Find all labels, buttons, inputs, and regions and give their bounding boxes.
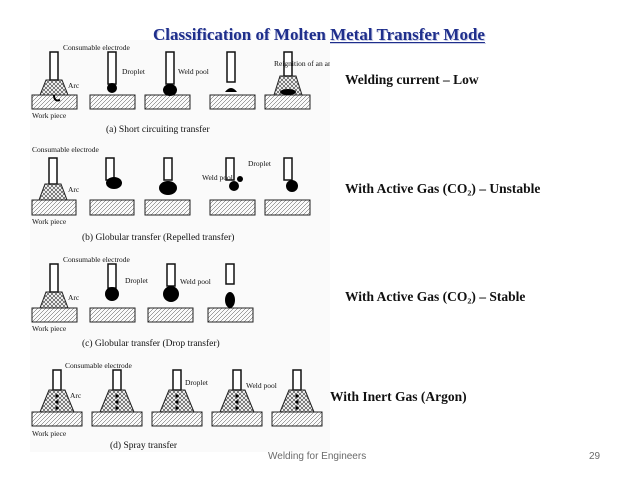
page-number: 29 [589,451,601,462]
slide-title: Classification of Molten Metal Transfer … [153,25,485,44]
note-drop: With Active Gas (CO₂) – Stable [345,289,526,304]
weld-pool-label: Weld pool [246,381,277,390]
weld-pool-label: Weld pool [178,67,209,76]
footer-text: Welding for Engineers [268,451,367,462]
panel-b-caption: (b) Globular transfer (Repelled transfer… [82,232,234,243]
droplet-label: Droplet [122,67,146,76]
note-short-circuit: Welding current – Low [345,72,479,87]
panel-c: Consumable electrode Arc Work piece Drop… [31,255,254,349]
droplet-label: Droplet [185,378,209,387]
weld-label: Weld pool [202,173,233,182]
arc-label: Arc [70,391,82,400]
workpiece-label: Work piece [32,324,67,333]
workpiece-label: Work piece [32,111,67,120]
panel-d: Consumable electrode Arc Work piece Drop… [31,361,323,451]
note-spray: With Inert Gas (Argon) [330,389,467,404]
arc-label: Arc [68,293,80,302]
electrode-label: Consumable electrode [63,43,131,52]
workpiece-label: Work piece [32,217,67,226]
weld-pool-label: Weld pool [180,277,211,286]
electrode-label: Consumable electrode [63,255,131,264]
transfer-mode-figure: Consumable electrode Arc Work piece Drop… [30,40,330,452]
arc-label: Arc [68,185,80,194]
panel-a: Consumable electrode Arc Work piece Drop… [31,43,330,135]
electrode-label: Consumable electrode [65,361,133,370]
panel-a-caption: (a) Short circuiting transfer [106,124,211,135]
droplet-label: Droplet [248,159,272,168]
droplet-label: Droplet [125,276,149,285]
reignition-label: Reignition of an arc [274,59,330,68]
panel-b: Consumable electrode Arc Work piece Weld… [31,145,311,243]
transfer-mode-diagram: Consumable electrode Arc Work piece Drop… [31,43,330,451]
arc-label: Arc [68,81,80,90]
note-repelled: With Active Gas (CO₂) – Unstable [345,181,541,196]
electrode-label: Consumable electrode [32,145,100,154]
workpiece-label: Work piece [32,429,67,438]
panel-c-caption: (c) Globular transfer (Drop transfer) [82,338,220,349]
panel-d-caption: (d) Spray transfer [110,440,178,451]
